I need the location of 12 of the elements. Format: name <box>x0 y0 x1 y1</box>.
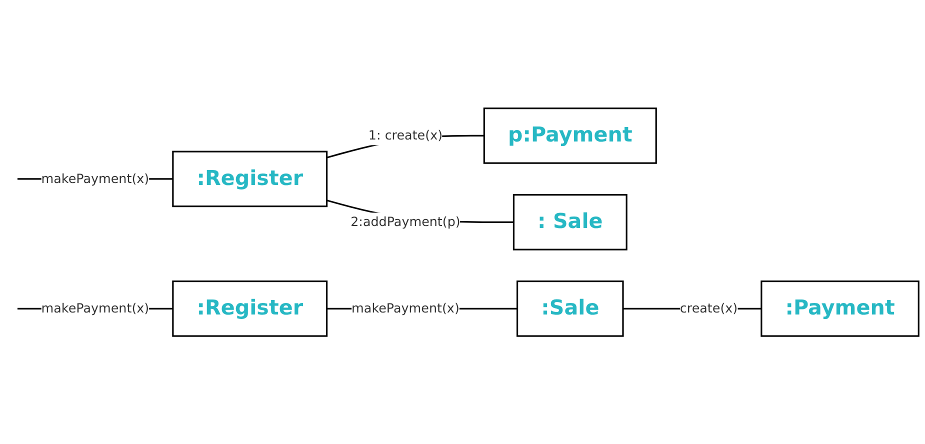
edge-label: create(x) <box>680 300 738 316</box>
edge-label: 2:addPayment(p) <box>350 214 460 230</box>
node-box: :Payment <box>760 280 920 337</box>
node-box: :Register <box>172 280 328 337</box>
edge-label: makePayment(x) <box>352 300 460 316</box>
node-box: :Register <box>172 150 328 207</box>
node-box: : Sale <box>512 194 628 250</box>
edge-label: makePayment(x) <box>41 170 150 186</box>
edge-label: 1: create(x) <box>368 128 443 143</box>
node-box: :Sale <box>516 280 624 337</box>
node-box: p:Payment <box>483 107 657 164</box>
edge-label: makePayment(x) <box>41 300 150 316</box>
